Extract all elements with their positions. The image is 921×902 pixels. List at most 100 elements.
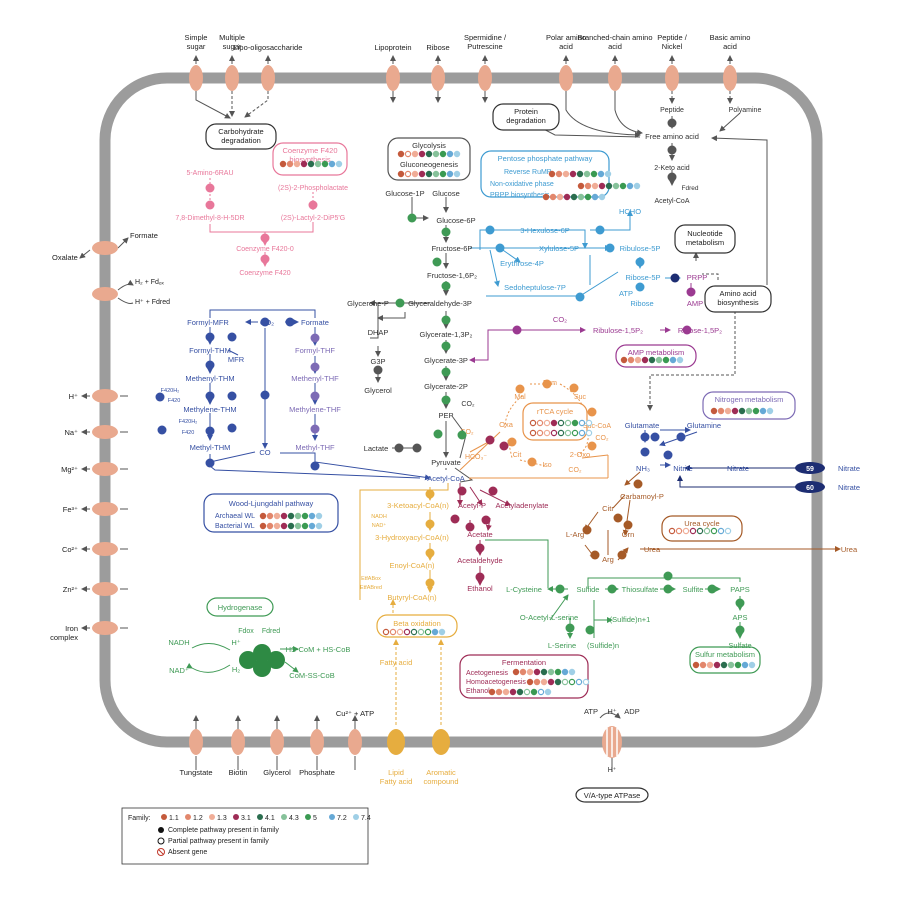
label-left_top-oxalate: Oxalate: [52, 253, 78, 262]
family-dot: [294, 522, 302, 530]
enzyme-dot: [475, 572, 485, 582]
family-dot: [689, 527, 697, 535]
enzyme-dot: [507, 437, 517, 447]
enzyme-dot: [457, 486, 467, 496]
label-atp-hin: H⁺: [608, 767, 617, 774]
bottom-transporter: [432, 729, 450, 755]
bottom-transporter-label: Phosphate: [299, 768, 335, 777]
family-dot: [627, 356, 635, 364]
family-dot: [382, 628, 390, 636]
bottom-transporter: [189, 729, 203, 755]
left-transporter: [92, 502, 118, 516]
label-boxes-wl: Wood-Ljungdahl pathway: [229, 499, 314, 508]
label-sulfur_nodes-s3: Thiosulfate: [622, 585, 659, 594]
label-sulfur_nodes-s4: Sulfite: [683, 585, 704, 594]
legend-complete: Complete pathway present in family: [168, 827, 279, 834]
family-dot: [626, 182, 634, 190]
enzyme-dot: [425, 519, 435, 529]
label-ppp_nodes-p12: CO₂: [553, 315, 567, 324]
label-boxes-beta: Beta oxidation: [393, 619, 441, 628]
enzyme-number-dots: [155, 118, 745, 635]
vatpase-box: [575, 787, 649, 803]
label-sulfur_nodes-s5: PAPS: [730, 585, 749, 594]
family-dot: [453, 170, 461, 178]
label-wl_nodes-w15: F420: [168, 398, 181, 404]
top-transporter: [608, 65, 622, 91]
family-dot: [634, 356, 642, 364]
family-dot: [682, 527, 690, 535]
enzyme-dot: [735, 598, 745, 608]
family-dot: [549, 193, 557, 201]
family-dot: [577, 193, 585, 201]
enzyme-dot: [607, 584, 617, 594]
label-glyco-g14: PEP: [438, 411, 453, 420]
family-dot: [724, 407, 732, 415]
enzyme-dot: [227, 423, 237, 433]
enzyme-dot: [373, 365, 383, 375]
enzyme-dot: [512, 325, 522, 335]
label-sulfur_nodes-s11: (Sulfide)n: [587, 641, 619, 650]
label-hydro_nodes-h1: NADH: [168, 638, 189, 647]
family-dot: [418, 170, 426, 178]
family-dot: [529, 419, 537, 427]
nucleotide-metabolism-box: [674, 224, 736, 254]
label-tca-t7: Iso: [542, 462, 551, 469]
family-dot: [548, 170, 556, 178]
label-wl_nodes-w15: F420: [182, 430, 195, 436]
label-tca-t5: Suc-CoA: [583, 423, 611, 430]
family-dot: [591, 193, 599, 201]
enzyme-dot: [310, 333, 320, 343]
enzyme-dot: [590, 550, 600, 560]
family-dot: [307, 160, 315, 168]
label-sulfur_nodes-s8: O-Acetyl-L-serine: [520, 613, 578, 622]
family-dot: [308, 512, 316, 520]
family-dot: [675, 527, 683, 535]
family-dot: [612, 182, 620, 190]
family-dot: [287, 522, 295, 530]
legend-absent: Absent gene: [168, 849, 207, 856]
enzyme-dot: [650, 432, 660, 442]
family-dot: [563, 193, 571, 201]
label-tca-t3: Suc: [574, 394, 587, 401]
left-transporter-label: Mg²⁺: [61, 465, 78, 474]
family-dot: [425, 170, 433, 178]
left-transporter: [92, 542, 118, 556]
label-aa-a1: Peptide: [660, 107, 684, 114]
enzyme-dot: [310, 424, 320, 434]
label-nitro-n8: L-Arg: [566, 530, 584, 539]
enzyme-dot: [640, 447, 650, 457]
label-boxes-vatpase: V/A-type ATPase: [584, 791, 641, 800]
amino-acid-biosynthesis-box: [704, 285, 772, 313]
legend-family-label: 3.1: [241, 815, 251, 822]
label-ferm_nodes-f3: Acetate: [467, 530, 492, 539]
family-dot: [766, 407, 774, 415]
label-tca-t9: CO₂: [595, 435, 609, 442]
label-wl_nodes-w1: Formyl-MFR: [187, 318, 229, 327]
label-wl_nodes-w6: Formyl-THF: [295, 346, 335, 355]
family-dot: [759, 407, 767, 415]
left-transporter-label: Co²⁺: [62, 545, 78, 554]
family-dot: [734, 661, 742, 669]
label-nitro-n6: Carbamoyl-P: [620, 492, 664, 501]
family-dot: [544, 688, 552, 696]
label-ppp_nodes-p9: ATP: [619, 289, 633, 298]
family-dot: [720, 661, 728, 669]
label-left_top-hfd: H⁺ + Fdred: [135, 299, 170, 306]
label-sulfur_nodes-s10: L-Serine: [548, 641, 576, 650]
enzyme-dot: [260, 233, 270, 243]
legend-family-label: 7.4: [361, 815, 371, 822]
enzyme-dot: [465, 522, 475, 532]
label-hydro_nodes-h6: Fdred: [262, 628, 280, 635]
family-dot: [315, 512, 323, 520]
enzyme-dot: [260, 317, 270, 327]
label-wl_nodes-w12: Methyl-THF: [295, 443, 335, 452]
label-atp-atp: ATP: [584, 707, 598, 716]
label-sulfur_nodes-s6: APS: [732, 613, 747, 622]
family-dot: [530, 688, 538, 696]
family-dot: [576, 170, 584, 178]
label-right_side-nitrate: Nitrate: [838, 464, 860, 473]
legend-family-label: 1.3: [217, 815, 227, 822]
